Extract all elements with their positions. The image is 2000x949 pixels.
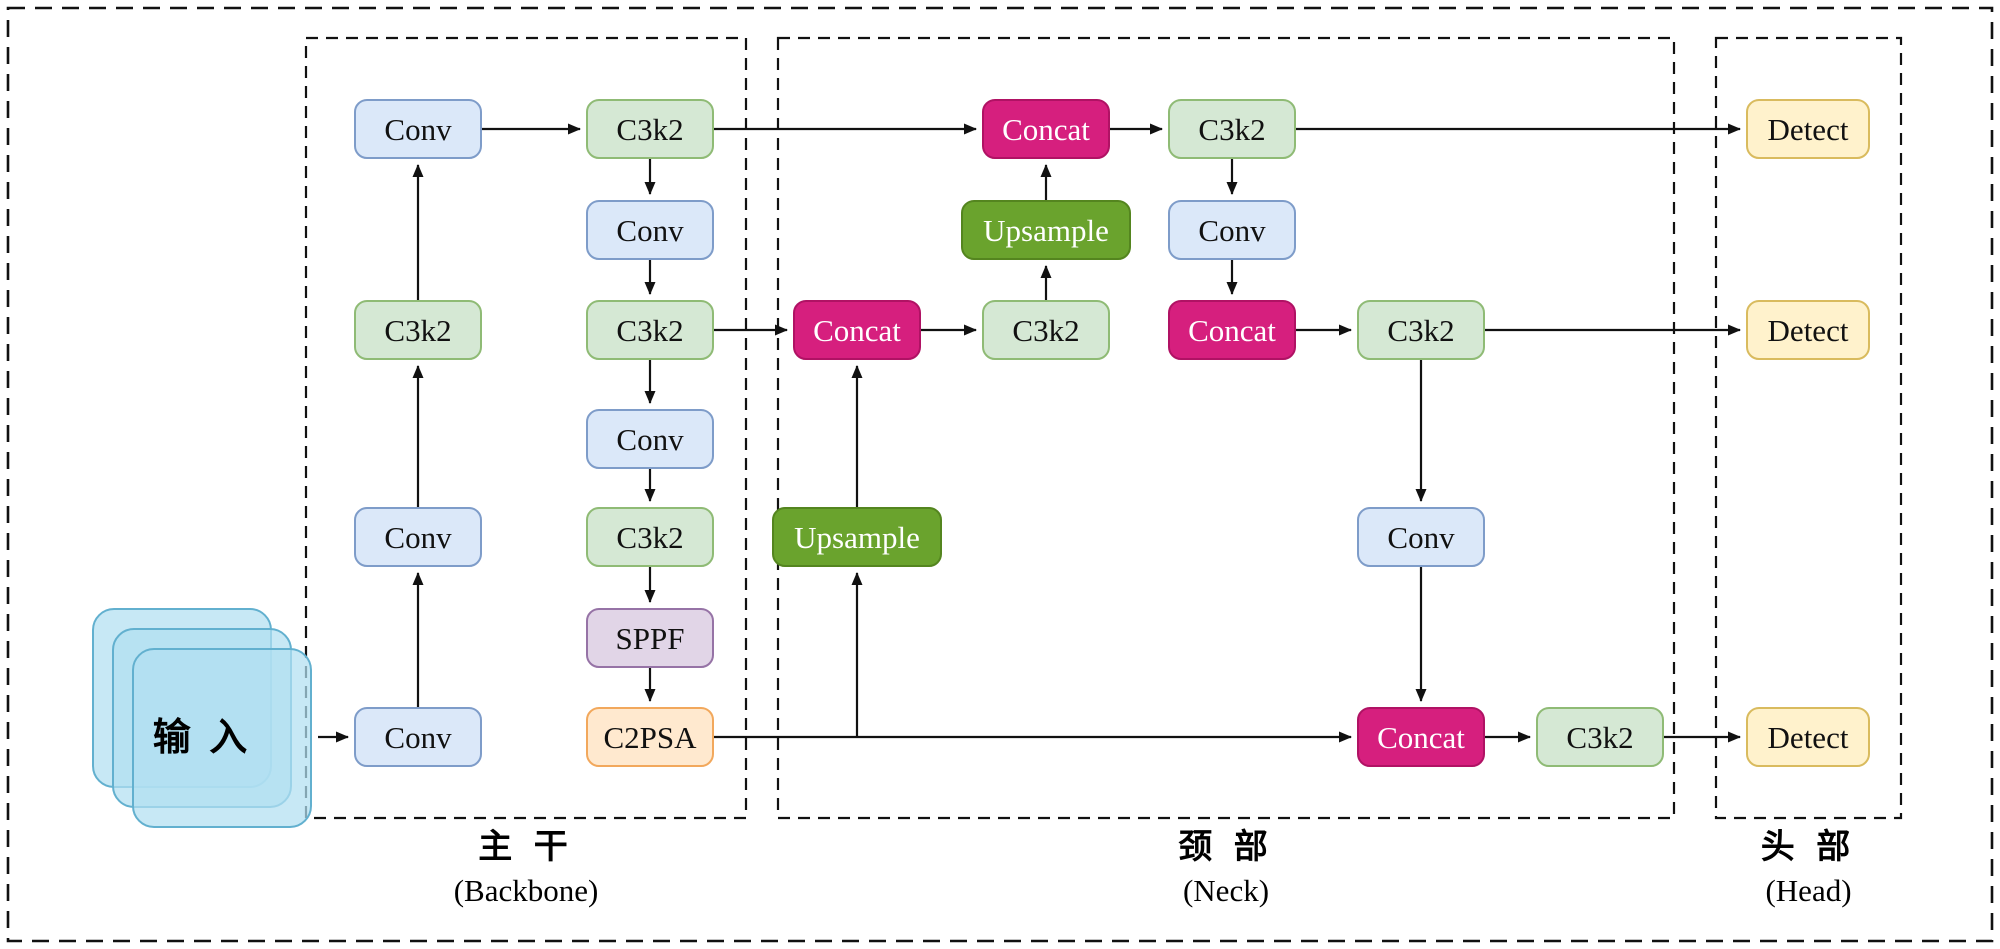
neck-c3k2-1: C3k2 <box>982 300 1110 360</box>
backbone-c3k2-1: C3k2 <box>354 300 482 360</box>
backbone-conv-2: Conv <box>354 507 482 567</box>
input-label: 输 入 <box>152 717 252 759</box>
neck-caption-zh: 颈 部 <box>1178 828 1274 866</box>
neck-concat-4: Concat <box>1357 707 1485 767</box>
neck-concat-3: Concat <box>1168 300 1296 360</box>
backbone-c3k2-3: C3k2 <box>586 300 714 360</box>
neck-c3k2-3: C3k2 <box>1357 300 1485 360</box>
backbone-c3k2-2: C3k2 <box>586 99 714 159</box>
neck-caption: 颈 部 (Neck) <box>778 824 1674 912</box>
neck-concat-1: Concat <box>793 300 921 360</box>
backbone-caption: 主 干 (Backbone) <box>306 824 746 912</box>
head-detect-2: Detect <box>1746 300 1870 360</box>
backbone-conv-4: Conv <box>586 200 714 260</box>
neck-concat-2: Concat <box>982 99 1110 159</box>
neck-conv-2: Conv <box>1357 507 1485 567</box>
backbone-c2psa: C2PSA <box>586 707 714 767</box>
head-detect-3: Detect <box>1746 707 1870 767</box>
neck-upsample-2: Upsample <box>961 200 1131 260</box>
backbone-conv-5: Conv <box>586 409 714 469</box>
head-caption-en: (Head) <box>1765 873 1852 908</box>
backbone-conv-3: Conv <box>354 99 482 159</box>
neck-c3k2-4: C3k2 <box>1536 707 1664 767</box>
head-caption: 头 部 (Head) <box>1716 824 1901 912</box>
backbone-caption-en: (Backbone) <box>453 873 599 908</box>
backbone-sppf: SPPF <box>586 608 714 668</box>
neck-upsample-1: Upsample <box>772 507 942 567</box>
head-detect-1: Detect <box>1746 99 1870 159</box>
neck-caption-en: (Neck) <box>1182 873 1270 908</box>
head-caption-zh: 头 部 <box>1760 828 1857 866</box>
neck-c3k2-2: C3k2 <box>1168 99 1296 159</box>
backbone-c3k2-4: C3k2 <box>586 507 714 567</box>
neck-conv-1: Conv <box>1168 200 1296 260</box>
backbone-conv-1: Conv <box>354 707 482 767</box>
backbone-caption-zh: 主 干 <box>478 828 574 866</box>
